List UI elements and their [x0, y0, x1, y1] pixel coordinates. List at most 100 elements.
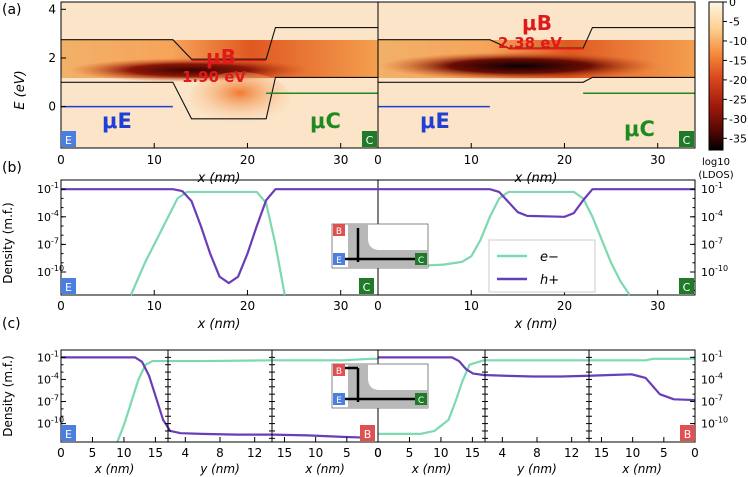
mu-b-left-value: 1.90 eV	[182, 68, 246, 86]
heatmap-right-core	[380, 52, 660, 80]
xtick-label: 10	[625, 446, 640, 460]
segment-xlabel: y (nm)	[516, 462, 557, 476]
xtick-label: 8	[216, 446, 224, 460]
panel-b-ylabel: Density (m.f.)	[1, 202, 15, 283]
series-hole-c-right	[378, 356, 696, 402]
series-hole-b-left	[61, 188, 378, 285]
terminal-c-b-right: C	[679, 278, 694, 294]
mu-b-left-label: μB	[206, 45, 236, 69]
panel-a-right-xlabel: x (nm)	[514, 171, 558, 186]
panel-c-ytick-label-left: 10-4	[37, 371, 59, 386]
panel-c-ytick-label-right: 10-10	[701, 416, 728, 431]
xtick-label: 30	[333, 299, 348, 313]
series-electron-b-right	[378, 190, 631, 296]
colorbar-tick-label: -5	[729, 15, 740, 28]
mu-c-left-label: μC	[310, 109, 341, 133]
xtick-label: 12	[247, 446, 262, 460]
svg-text:C: C	[366, 134, 374, 147]
panel-label-c: (c)	[2, 316, 21, 332]
xtick-label: 0	[374, 446, 382, 460]
legend-b: e− h+	[488, 239, 596, 293]
svg-text:E: E	[336, 256, 342, 266]
series-electron-b-left	[129, 190, 286, 296]
panel-b-ytick-label-right: 10-4	[701, 209, 723, 224]
terminal-b-c-right: B	[680, 425, 695, 441]
terminal-e-c-left: E	[61, 425, 76, 441]
xtick-label: 15	[594, 446, 609, 460]
xtick-label: 10	[147, 153, 162, 167]
legend-electron-label: e−	[540, 250, 559, 265]
panel-c-ytick-label-right: 10-1	[701, 349, 723, 364]
terminal-c-b-left: C	[359, 278, 374, 294]
xtick-label: 10	[433, 446, 448, 460]
series-hole-b-right	[378, 188, 695, 218]
xtick-label: 20	[240, 153, 255, 167]
panel-b-left-xlabel: x (nm)	[197, 317, 241, 332]
xtick-label: 20	[557, 299, 572, 313]
svg-text:E: E	[65, 428, 72, 441]
svg-text:C: C	[683, 281, 691, 294]
panel-b-ytick-label-left: 10-10	[37, 264, 64, 279]
panel-b-ytick-label-right: 10-10	[701, 264, 728, 279]
svg-text:E: E	[65, 281, 72, 294]
panel-a-left-xlabel: x (nm)	[197, 171, 241, 186]
heatmap-left-plume	[190, 72, 290, 124]
svg-text:E: E	[65, 134, 72, 147]
xtick-label: 5	[89, 446, 97, 460]
xtick-label: 0	[374, 299, 382, 313]
xtick-label: 15	[465, 446, 480, 460]
colorbar-tick-label: -20	[729, 74, 747, 87]
svg-text:E: E	[336, 396, 342, 406]
xtick-label: 0	[57, 299, 65, 313]
terminal-c-a-left: C	[362, 131, 377, 147]
xtick-label: 20	[240, 299, 255, 313]
band-edge-lower-right	[378, 76, 695, 83]
colorbar-tick-label: 0	[729, 0, 736, 9]
segment-xlabel: x (nm)	[304, 462, 345, 476]
xtick-label: 10	[464, 153, 479, 167]
series-electron-c-right	[378, 357, 695, 436]
mu-b-right-label: μB	[522, 11, 552, 35]
svg-text:B: B	[364, 428, 372, 441]
ytick-label: 4	[48, 2, 56, 16]
series-electron-c-left	[116, 357, 378, 443]
xtick-label: 0	[57, 153, 65, 167]
svg-text:C: C	[418, 256, 424, 266]
mu-e-left-label: μE	[102, 109, 132, 133]
segment-xlabel: x (nm)	[94, 462, 135, 476]
colorbar-tick-label: -15	[729, 54, 747, 67]
svg-text:C: C	[683, 134, 691, 147]
xtick-label: 5	[406, 446, 414, 460]
xtick-label: 8	[533, 446, 541, 460]
ytick-label: 0	[48, 100, 56, 114]
xtick-label: 10	[147, 299, 162, 313]
xtick-label: 0	[374, 153, 382, 167]
svg-text:B: B	[336, 227, 342, 237]
panel-label-a: (a)	[2, 2, 22, 18]
panel-c-ytick-label-right: 10-7	[701, 394, 723, 409]
colorbar-tick-label: -30	[729, 113, 747, 126]
legend-hole-label: h+	[540, 273, 559, 288]
band-edge-lower-left	[61, 76, 378, 120]
mu-b-right-value: 2.38 eV	[498, 34, 562, 52]
xtick-label: 20	[557, 153, 572, 167]
xtick-label: 0	[374, 446, 382, 460]
xtick-label: 0	[691, 446, 699, 460]
xtick-label: 30	[333, 153, 348, 167]
xtick-label: 4	[499, 446, 507, 460]
panel-label-b: (b)	[2, 160, 22, 176]
series-hole-c-left	[61, 356, 364, 439]
panel-b-ytick-label-left: 10-4	[37, 209, 59, 224]
colorbar: 0-5-10-15-20-25-30-35 log10 (LDOS)	[698, 0, 747, 181]
colorbar-tick-label: -25	[729, 93, 747, 106]
terminal-c-a-right: C	[679, 131, 694, 147]
xtick-label: 10	[116, 446, 131, 460]
xtick-label: 30	[650, 153, 665, 167]
svg-text:C: C	[418, 396, 424, 406]
terminal-e-b-left: E	[61, 278, 76, 294]
colorbar-label-line1: log10	[702, 157, 730, 168]
